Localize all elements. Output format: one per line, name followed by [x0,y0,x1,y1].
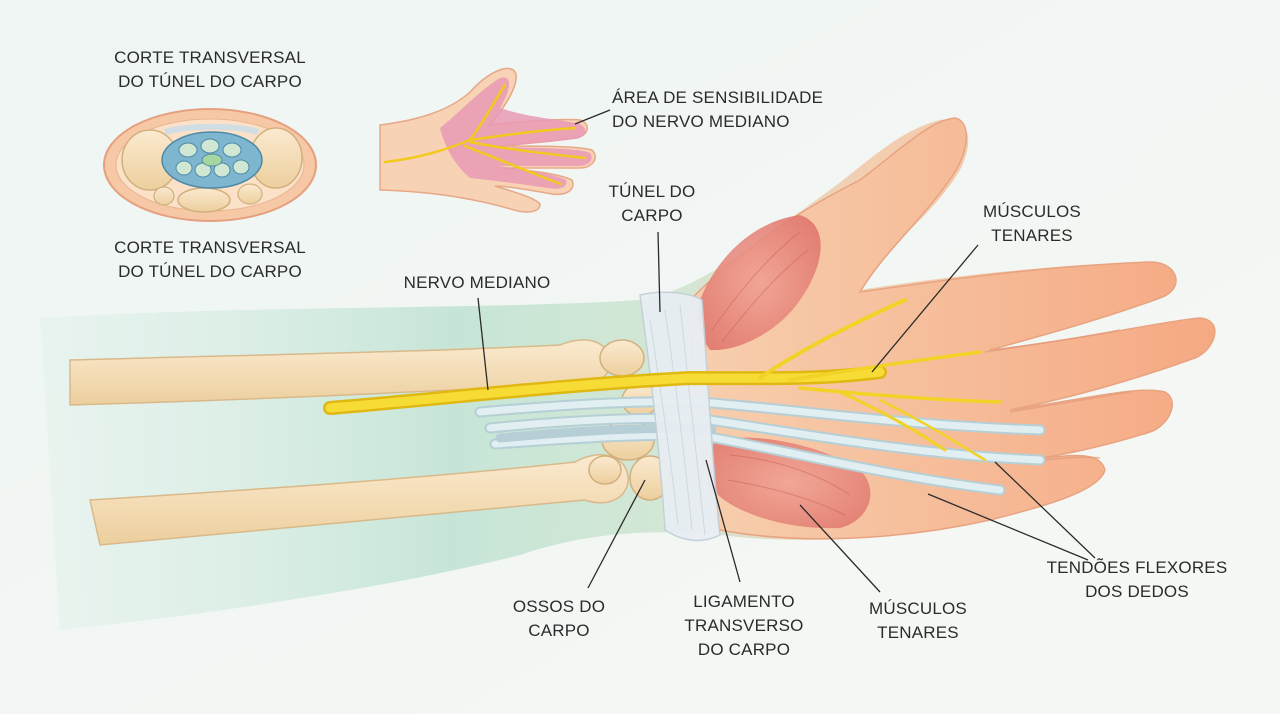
label-cross-section-bottom: CORTE TRANSVERSAL DO TÚNEL DO CARPO [114,238,306,281]
ligament-fiber-lines [649,304,706,536]
label-sensitivity-area: ÁREA DE SENSIBILIDADE DO NERVO MEDIANO [612,88,824,131]
label-transverse-ligament: LIGAMENTO TRANSVERSO DO CARPO [684,592,804,659]
ulna-bone [89,453,629,546]
transverse-carpal-ligament [639,291,721,542]
median-nerve [323,298,1002,462]
cross-section-illustration [103,108,317,222]
thenar-muscle-upper [698,215,821,351]
label-thenar-muscles-bottom: MÚSCULOS TENARES [869,599,967,642]
label-carpal-tunnel: TÚNEL DO CARPO [608,182,696,225]
flexor-tendons [474,396,1046,496]
label-thenar-muscles-top: MÚSCULOS TENARES [983,202,1081,245]
muscle-fiber-lines [711,231,851,516]
label-carpal-bones: OSSOS DO CARPO [512,597,606,640]
label-flexor-tendons: TENDÕES FLEXORES DOS DEDOS [1046,558,1228,601]
label-median-nerve: NERVO MEDIANO [403,273,551,292]
label-cross-section-top: CORTE TRANSVERSAL DO TÚNEL DO CARPO [114,48,306,91]
sensory-hand-illustration [379,67,596,213]
leader-lines [477,109,1096,593]
